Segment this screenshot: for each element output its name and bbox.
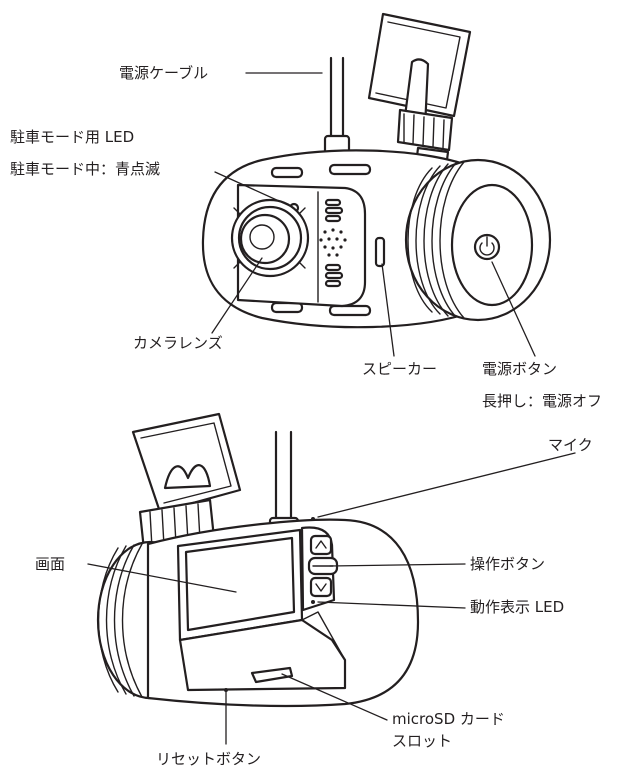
end-cap-right (404, 158, 552, 322)
screen-display (176, 528, 304, 642)
label-power-cable: 電源ケーブル (119, 64, 209, 82)
label-power-button: 電源ボタン (482, 360, 558, 378)
mount-bracket-top (367, 12, 472, 170)
status-led-dot (311, 600, 315, 604)
reset-button-dot (224, 688, 228, 692)
label-speaker: スピーカー (362, 360, 438, 378)
camera-lens-top (230, 198, 310, 278)
label-status-led: 動作表示 LED (470, 598, 565, 616)
operation-buttons-cluster (307, 534, 339, 598)
label-parking-led: 駐車モード用 LED (10, 128, 135, 146)
label-power-button-note: 長押し：電源オフ (482, 392, 603, 410)
power-button-icon (473, 233, 501, 261)
top-camera (201, 12, 552, 329)
power-cable-top (323, 56, 351, 156)
label-operation-buttons: 操作ボタン (470, 555, 546, 573)
label-sd-slot-line1: microSD カード (392, 710, 505, 728)
label-reset-button: リセットボタン (156, 750, 262, 768)
label-camera-lens: カメラレンズ (133, 334, 223, 352)
speaker-slot (374, 236, 386, 268)
speaker-grill (319, 198, 347, 288)
label-sd-slot-line2: スロット (392, 732, 453, 750)
label-mic: マイク (548, 436, 593, 454)
label-screen: 画面 (35, 555, 66, 573)
bottom-camera (96, 412, 420, 708)
vents-top (270, 163, 372, 317)
sd-slot (250, 666, 294, 684)
label-parking-led-note: 駐車モード中：青点滅 (10, 160, 161, 178)
leader-lines (87, 72, 576, 745)
mic-dot (311, 517, 315, 521)
